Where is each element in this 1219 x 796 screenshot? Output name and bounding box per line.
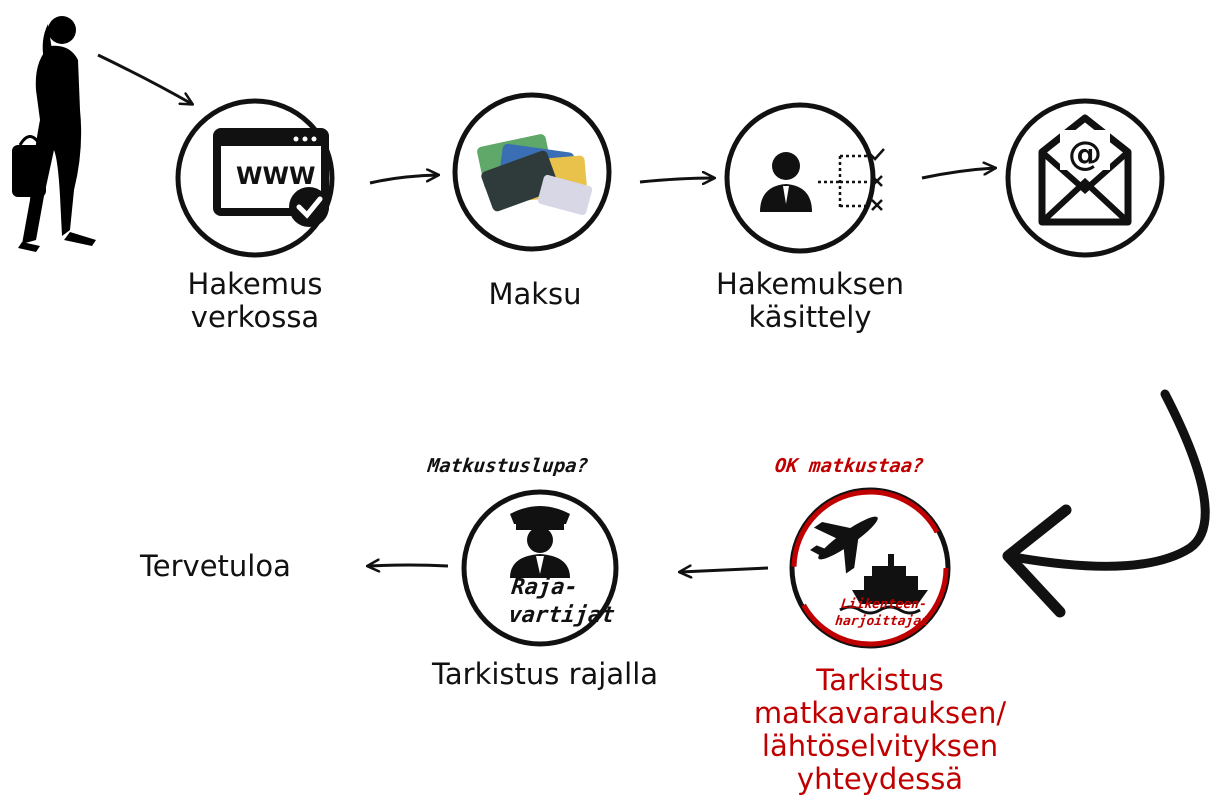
step-circle-payment bbox=[452, 92, 612, 252]
traveler-silhouette-icon bbox=[12, 16, 96, 252]
browser-www-text: WWW bbox=[236, 162, 315, 190]
border-guard-icon bbox=[510, 506, 570, 578]
label-carrier-check: Tarkistus matkavarauksen/ lähtöselvityks… bbox=[753, 663, 1007, 796]
envelope-icon: @ bbox=[1038, 114, 1132, 226]
ship-icon bbox=[839, 554, 928, 615]
officer-checklist-icon bbox=[760, 148, 885, 212]
step-circle-carriers bbox=[789, 487, 951, 649]
arrow-2 bbox=[639, 178, 714, 182]
step-circle-email: @ bbox=[1005, 98, 1165, 258]
step-circle-online: WWW bbox=[175, 98, 335, 258]
arrow-start bbox=[97, 53, 192, 104]
step-circle-border bbox=[461, 489, 619, 647]
label-carriers: Liikenteen- harjoittajat bbox=[834, 597, 930, 629]
curved-return-arrow bbox=[1002, 389, 1210, 618]
browser-check-icon: WWW bbox=[213, 128, 329, 227]
email-at-text: @ bbox=[1068, 134, 1102, 174]
label-processing: Hakemuksen käsittely bbox=[716, 267, 904, 334]
arrow-3 bbox=[921, 168, 995, 180]
label-payment: Maksu bbox=[488, 277, 582, 311]
plane-icon bbox=[809, 516, 878, 574]
step-circle-processing bbox=[724, 102, 885, 254]
label-welcome: Tervetuloa bbox=[140, 549, 291, 583]
credit-cards-icon bbox=[477, 134, 593, 216]
label-online-application: Hakemus verkossa bbox=[187, 267, 323, 334]
label-border-guards: Raja- vartijat bbox=[507, 575, 616, 628]
arrow-5 bbox=[368, 565, 449, 566]
arrow-4 bbox=[680, 568, 769, 572]
arrow-1 bbox=[369, 175, 438, 185]
label-border-check: Tarkistus rajalla bbox=[431, 657, 659, 691]
annotation-carrier-question: OK matkustaa? bbox=[773, 455, 925, 477]
annotation-border-question: Matkustuslupa? bbox=[426, 455, 590, 477]
